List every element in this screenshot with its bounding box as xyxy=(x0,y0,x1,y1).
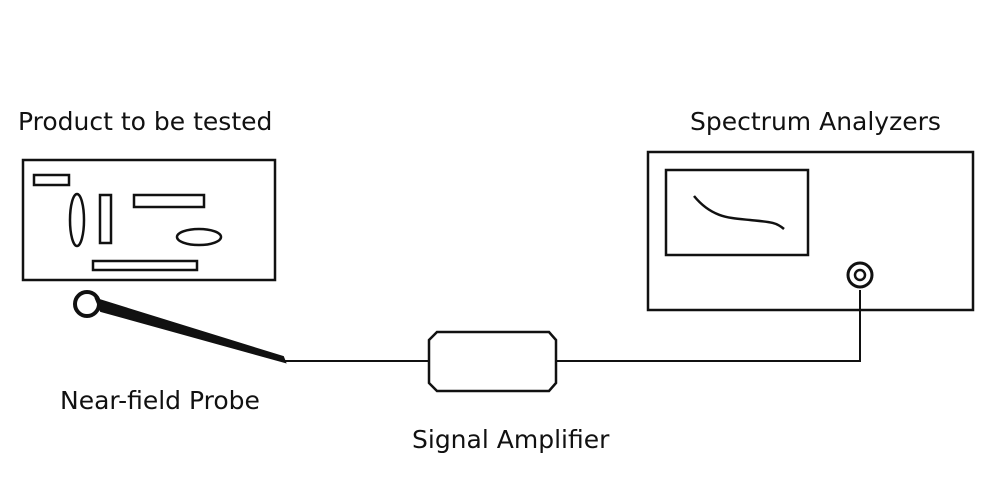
board-component-bottom-bar xyxy=(91,259,199,272)
probe-body xyxy=(94,297,287,364)
cable-amplifier-to-analyzer xyxy=(556,290,861,362)
label-signal-amplifier: Signal Amplifier xyxy=(412,425,610,454)
analyzer-input-connector-inner xyxy=(853,268,867,282)
analyzer-case xyxy=(646,150,975,312)
probe-loop-head xyxy=(73,290,101,318)
label-spectrum-analyzers: Spectrum Analyzers xyxy=(690,107,941,136)
spectrum-analyzer xyxy=(646,150,975,312)
analyzer-input-connector-outer xyxy=(846,261,874,289)
board-component-vertical-rect xyxy=(98,193,113,245)
label-near-field-probe: Near-field Probe xyxy=(60,386,260,415)
analyzer-screen xyxy=(664,168,810,257)
amplifier-body xyxy=(427,330,558,393)
board-component-small-rect xyxy=(32,173,71,187)
signal-amplifier xyxy=(427,330,558,393)
label-product-to-be-tested: Product to be tested xyxy=(18,107,273,136)
board-component-horizontal-rect xyxy=(132,193,206,209)
board-component-vertical-oval xyxy=(68,192,86,248)
board-component-horizontal-oval xyxy=(175,227,223,247)
near-field-probe xyxy=(73,290,287,364)
product-board xyxy=(21,158,277,282)
board-outline xyxy=(21,158,277,282)
analyzer-trace xyxy=(693,195,785,230)
